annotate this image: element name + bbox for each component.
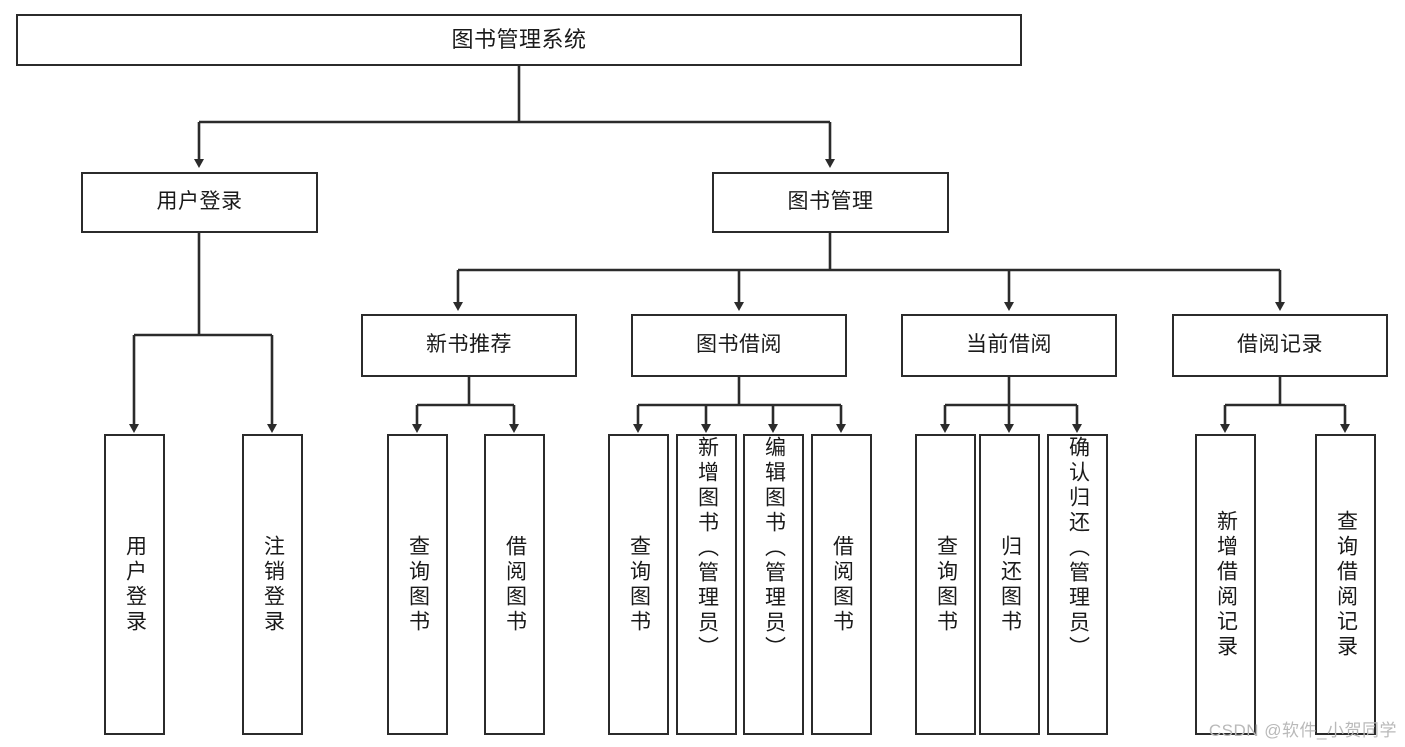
node-label: 当前借阅 [966,333,1052,357]
node-leaf-edit-book-admin[interactable]: 编辑图书（管理员） [743,434,804,735]
node-label: 归还图书 [998,534,1022,635]
node-label: 编辑图书（管理员） [762,436,786,661]
node-label: 借阅图书 [830,534,854,635]
node-book-management[interactable]: 图书管理 [712,172,949,233]
node-new-book-recommend[interactable]: 新书推荐 [361,314,577,377]
node-book-borrow[interactable]: 图书借阅 [631,314,847,377]
node-leaf-query-book-1[interactable]: 查询图书 [387,434,448,735]
node-leaf-query-borrow-record[interactable]: 查询借阅记录 [1315,434,1376,735]
node-label: 查询图书 [627,534,651,635]
node-label: 确认归还（管理员） [1066,436,1090,661]
node-label: 新增借阅记录 [1214,509,1238,660]
node-leaf-borrow-book-1[interactable]: 借阅图书 [484,434,545,735]
node-leaf-user-login[interactable]: 用户登录 [104,434,165,735]
node-label: 图书管理系统 [451,27,587,53]
node-leaf-borrow-book-2[interactable]: 借阅图书 [811,434,872,735]
node-label: 用户登录 [123,534,147,635]
node-leaf-add-borrow-record[interactable]: 新增借阅记录 [1195,434,1256,735]
node-label: 图书借阅 [696,333,782,357]
node-borrow-record[interactable]: 借阅记录 [1172,314,1388,377]
node-label: 注销登录 [261,534,285,635]
node-label: 查询图书 [934,534,958,635]
watermark-text: CSDN @软件_小贺同学 [1208,721,1397,740]
node-label: 查询借阅记录 [1334,509,1358,660]
node-current-borrow[interactable]: 当前借阅 [901,314,1117,377]
node-label: 借阅记录 [1237,333,1323,357]
node-label: 新书推荐 [426,333,512,357]
node-label: 用户登录 [156,190,243,214]
node-leaf-return-book[interactable]: 归还图书 [979,434,1040,735]
node-root-system[interactable]: 图书管理系统 [16,14,1022,66]
node-leaf-user-logout[interactable]: 注销登录 [242,434,303,735]
node-label: 借阅图书 [503,534,527,635]
node-leaf-confirm-return-admin[interactable]: 确认归还（管理员） [1047,434,1108,735]
node-label: 图书管理 [787,190,874,214]
node-leaf-add-book-admin[interactable]: 新增图书（管理员） [676,434,737,735]
node-user-login[interactable]: 用户登录 [81,172,318,233]
node-leaf-query-book-2[interactable]: 查询图书 [608,434,669,735]
node-leaf-query-book-3[interactable]: 查询图书 [915,434,976,735]
node-label: 查询图书 [406,534,430,635]
node-label: 新增图书（管理员） [695,436,719,661]
